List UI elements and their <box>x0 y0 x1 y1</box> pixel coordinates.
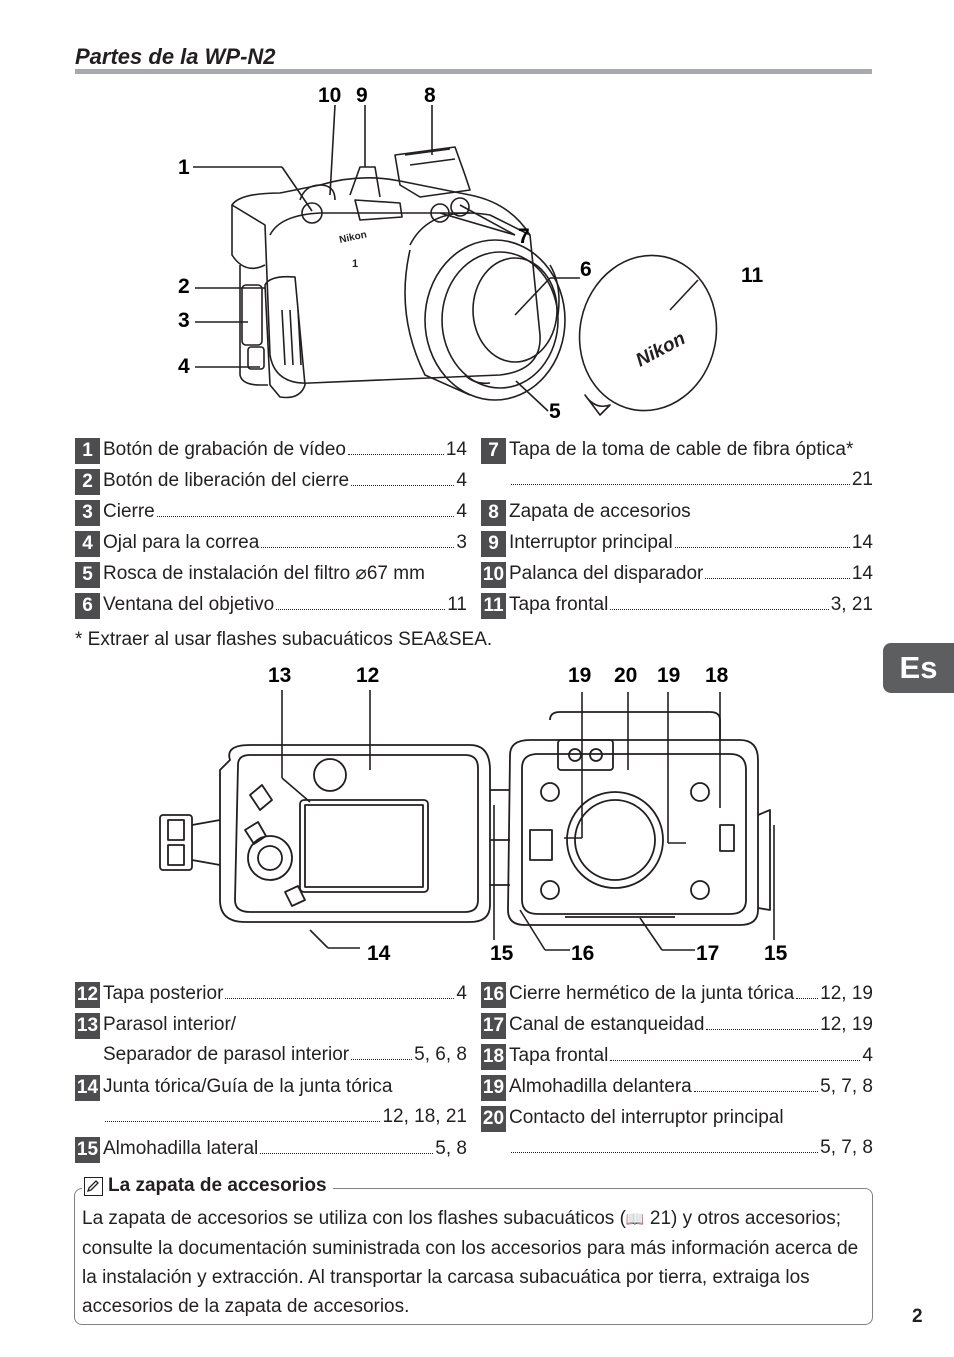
book-icon: 📖 <box>625 1210 645 1228</box>
housing-open-illustration <box>159 690 775 951</box>
note-body: La zapata de accesorios se utiliza con l… <box>82 1208 859 1317</box>
callout-12: 12 <box>356 664 380 687</box>
page-number: 2 <box>912 1306 923 1327</box>
callout-20: 20 <box>614 664 638 687</box>
note-heading: La zapata de accesorios <box>82 1175 333 1197</box>
callout-19: 19 <box>568 664 592 687</box>
callout-4: 4 <box>178 355 190 378</box>
callout-10: 10 <box>318 84 342 107</box>
callout-14: 14 <box>367 942 391 965</box>
callout-7: 7 <box>518 225 530 248</box>
callout-15: 15 <box>764 942 788 965</box>
note-title: La zapata de accesorios <box>108 1175 327 1196</box>
note-pencil-icon <box>84 1176 103 1196</box>
callout-5: 5 <box>549 400 561 423</box>
camera-brand-label: Nikon <box>338 229 367 246</box>
note-box <box>74 1188 873 1325</box>
housing-open-figure <box>150 660 790 970</box>
callout-13: 13 <box>268 664 292 687</box>
title-rule <box>75 69 872 74</box>
callout-6: 6 <box>580 258 592 281</box>
callout-18: 18 <box>705 664 729 687</box>
callout-15: 15 <box>490 942 514 965</box>
cap-brand-label: Nikon <box>632 328 688 371</box>
callout-17: 17 <box>696 942 720 965</box>
camera-model-label: 1 <box>352 258 358 270</box>
callout-11: 11 <box>741 264 764 287</box>
callout-3: 3 <box>178 309 190 332</box>
page-title: Partes de la WP-N2 <box>75 44 276 69</box>
callout-16: 16 <box>571 942 595 965</box>
footnote: * Extraer al usar flashes subacuáticos S… <box>75 629 493 650</box>
language-tab: Es <box>883 643 954 693</box>
callout-1: 1 <box>178 156 190 179</box>
housing-front-illustration: Nikon 1 Nikon <box>193 104 718 416</box>
callout-9: 9 <box>356 84 368 107</box>
housing-front-figure: Nikon 1 Nikon <box>170 85 780 430</box>
callout-19: 19 <box>657 664 681 687</box>
callout-8: 8 <box>424 84 436 107</box>
callout-2: 2 <box>178 275 190 298</box>
